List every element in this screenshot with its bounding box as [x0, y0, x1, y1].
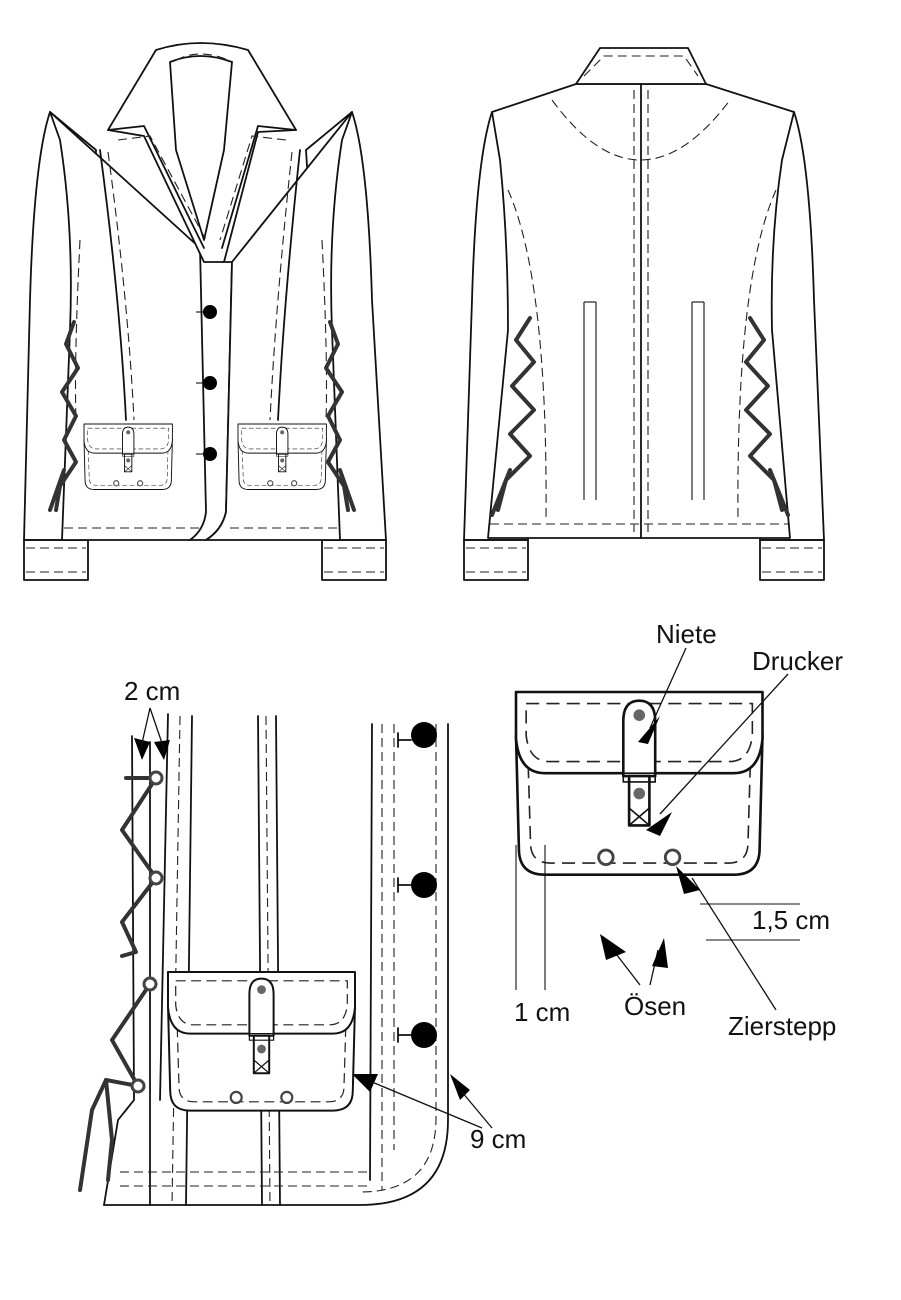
pocket-detail — [514, 647, 800, 1011]
label-1cm: 1 cm — [514, 997, 570, 1027]
label-15cm: 1,5 cm — [752, 905, 830, 935]
jacket-front-view — [23, 42, 387, 581]
label-zierstepp: Zierstepp — [728, 1011, 836, 1041]
label-2cm: 2 cm — [124, 676, 180, 706]
label-oesen: Ösen — [624, 991, 686, 1021]
label-9cm: 9 cm — [470, 1124, 526, 1154]
label-niete: Niete — [656, 619, 717, 649]
front-corner-detail — [78, 707, 493, 1206]
label-drucker: Drucker — [752, 646, 843, 676]
jacket-back-view — [463, 47, 825, 581]
